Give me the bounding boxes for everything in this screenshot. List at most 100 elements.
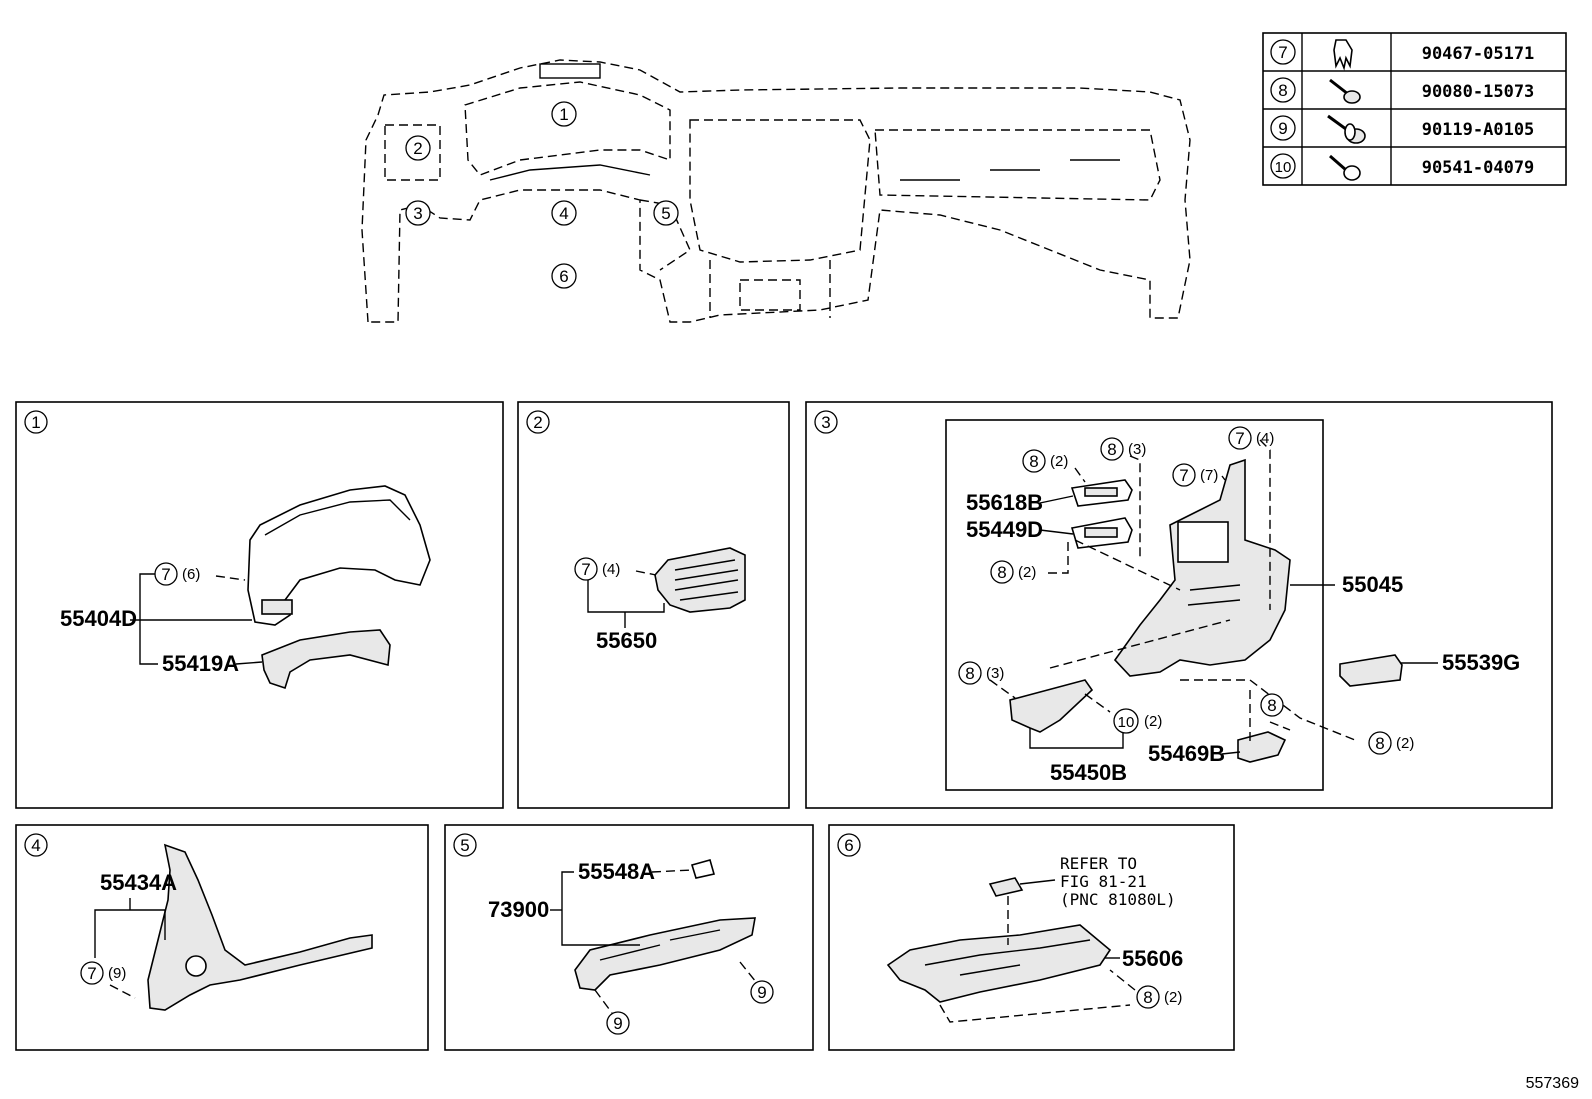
table-row: 9 90119-A0105 bbox=[1270, 114, 1535, 144]
svg-text:(2): (2) bbox=[1396, 735, 1414, 752]
part-number-label: 55404D bbox=[60, 606, 137, 631]
fastener-callout: 8 (2) bbox=[1368, 731, 1414, 755]
panel-number: 6 bbox=[844, 836, 853, 855]
svg-text:7: 7 bbox=[161, 565, 170, 584]
table-row: 7 90467-05171 bbox=[1270, 39, 1535, 71]
part-number-label: 55650 bbox=[596, 628, 657, 653]
svg-text:(2): (2) bbox=[1050, 453, 1068, 470]
svg-text:1: 1 bbox=[559, 105, 568, 124]
table-part-number: 90119-A0105 bbox=[1422, 120, 1535, 140]
panel-1: 1 7 (6) 55404D 55419A bbox=[15, 401, 504, 809]
part-number-label: 55606 bbox=[1122, 946, 1183, 971]
svg-text:7: 7 bbox=[1179, 466, 1188, 485]
svg-text:(4): (4) bbox=[1256, 430, 1274, 447]
bracket-part bbox=[1070, 479, 1133, 507]
table-part-number: 90467-05171 bbox=[1422, 44, 1535, 64]
part-number-label: 55419A bbox=[162, 651, 239, 676]
svg-text:2: 2 bbox=[413, 139, 422, 158]
cluster-hood-part bbox=[247, 485, 431, 626]
svg-text:(7): (7) bbox=[1200, 467, 1218, 484]
fastener-callout: 9 bbox=[606, 1011, 630, 1035]
connector-part bbox=[988, 877, 1024, 897]
fastener-callout: 7 (7) bbox=[1172, 463, 1218, 487]
part-number-label: 55618B bbox=[966, 490, 1043, 515]
panel-number: 1 bbox=[31, 413, 40, 432]
fastener-callout: 9 bbox=[750, 980, 774, 1004]
clip-icon bbox=[1333, 39, 1353, 71]
part-number-label: 55548A bbox=[578, 859, 655, 884]
part-number-label: 55450B bbox=[1050, 760, 1127, 785]
panel-number: 4 bbox=[31, 836, 40, 855]
overview-callout: 1 bbox=[551, 101, 577, 127]
svg-text:7: 7 bbox=[87, 964, 96, 983]
svg-text:(9): (9) bbox=[108, 965, 126, 982]
panel-6: 6 REFER TO FIG 81-21 (PNC 81080L) 55606 … bbox=[828, 824, 1235, 1051]
table-ref: 9 bbox=[1278, 119, 1287, 138]
table-part-number: 90080-15073 bbox=[1422, 82, 1535, 102]
svg-text:(PNC 81080L): (PNC 81080L) bbox=[1060, 890, 1176, 909]
fastener-table: 7 90467-05171 8 90080-15073 9 90119-A010 bbox=[1262, 32, 1567, 186]
overview-callout: 3 bbox=[405, 200, 431, 226]
svg-text:4: 4 bbox=[559, 204, 568, 223]
svg-text:8: 8 bbox=[997, 563, 1006, 582]
bracket-part bbox=[1070, 517, 1133, 549]
switch-part bbox=[1339, 654, 1403, 687]
svg-text:(2): (2) bbox=[1164, 989, 1182, 1006]
svg-text:8: 8 bbox=[1267, 696, 1276, 715]
overview-callout: 4 bbox=[551, 200, 577, 226]
table-ref: 7 bbox=[1278, 43, 1287, 62]
panel-number: 3 bbox=[821, 413, 830, 432]
part-number-label: 55434A bbox=[100, 870, 177, 895]
panel-4: 4 55434A 7 (9) bbox=[15, 824, 429, 1051]
svg-text:(3): (3) bbox=[986, 665, 1004, 682]
fastener-callout: 8 (2) bbox=[1136, 985, 1182, 1009]
dashboard-overview: 1 2 3 4 5 6 bbox=[361, 59, 1191, 323]
panel-number: 5 bbox=[460, 836, 469, 855]
panel-5: 5 55548A 73900 9 9 bbox=[444, 824, 814, 1051]
part-number-label: 55045 bbox=[1342, 572, 1403, 597]
svg-text:8: 8 bbox=[1375, 734, 1384, 753]
part-number-label: 55449D bbox=[966, 517, 1043, 542]
cluster-finish-panel-part bbox=[261, 629, 391, 690]
panel-3: 3 8 bbox=[805, 401, 1553, 809]
undercover-part bbox=[886, 924, 1112, 1003]
fastener-callout: 7 (4) bbox=[1228, 426, 1274, 450]
svg-text:8: 8 bbox=[1143, 988, 1152, 1007]
svg-text:(2): (2) bbox=[1018, 564, 1036, 581]
figure-id: 557369 bbox=[1526, 1075, 1579, 1092]
table-row: 10 90541-04079 bbox=[1270, 153, 1535, 181]
fastener-callout: 8 (2) bbox=[990, 560, 1036, 584]
fastener-callout: 7 (6) bbox=[154, 562, 200, 586]
lower-panel-part bbox=[1113, 458, 1291, 677]
air-vent-part bbox=[654, 547, 746, 613]
table-ref: 10 bbox=[1275, 159, 1292, 176]
svg-text:6: 6 bbox=[559, 267, 568, 286]
bracket-part bbox=[1237, 731, 1287, 763]
clip-part bbox=[690, 859, 716, 879]
panel-2: 2 7 (4) 55650 bbox=[517, 401, 790, 809]
svg-text:(3): (3) bbox=[1128, 441, 1146, 458]
pin-icon bbox=[1329, 154, 1361, 181]
fastener-callout: 10 (2) bbox=[1113, 708, 1162, 734]
svg-text:3: 3 bbox=[413, 204, 422, 223]
refer-note: REFER TO FIG 81-21 (PNC 81080L) bbox=[1060, 854, 1176, 909]
svg-text:8: 8 bbox=[1107, 440, 1116, 459]
svg-text:(6): (6) bbox=[182, 566, 200, 583]
svg-text:8: 8 bbox=[1029, 452, 1038, 471]
svg-text:10: 10 bbox=[1118, 714, 1135, 731]
table-row: 8 90080-15073 bbox=[1270, 77, 1535, 104]
overview-callout: 6 bbox=[551, 263, 577, 289]
table-part-number: 90541-04079 bbox=[1422, 158, 1535, 178]
svg-text:5: 5 bbox=[661, 204, 670, 223]
bolt-icon bbox=[1329, 78, 1361, 104]
fastener-callout: 8 (3) bbox=[1100, 437, 1146, 461]
svg-text:7: 7 bbox=[581, 560, 590, 579]
svg-text:9: 9 bbox=[613, 1014, 622, 1033]
svg-text:9: 9 bbox=[757, 983, 766, 1002]
fastener-callout: 7 (4) bbox=[574, 557, 620, 581]
overview-callout: 2 bbox=[405, 135, 431, 161]
fastener-callout: 8 bbox=[1260, 693, 1284, 717]
svg-text:(2): (2) bbox=[1144, 713, 1162, 730]
fastener-callout: 7 (9) bbox=[80, 961, 126, 985]
